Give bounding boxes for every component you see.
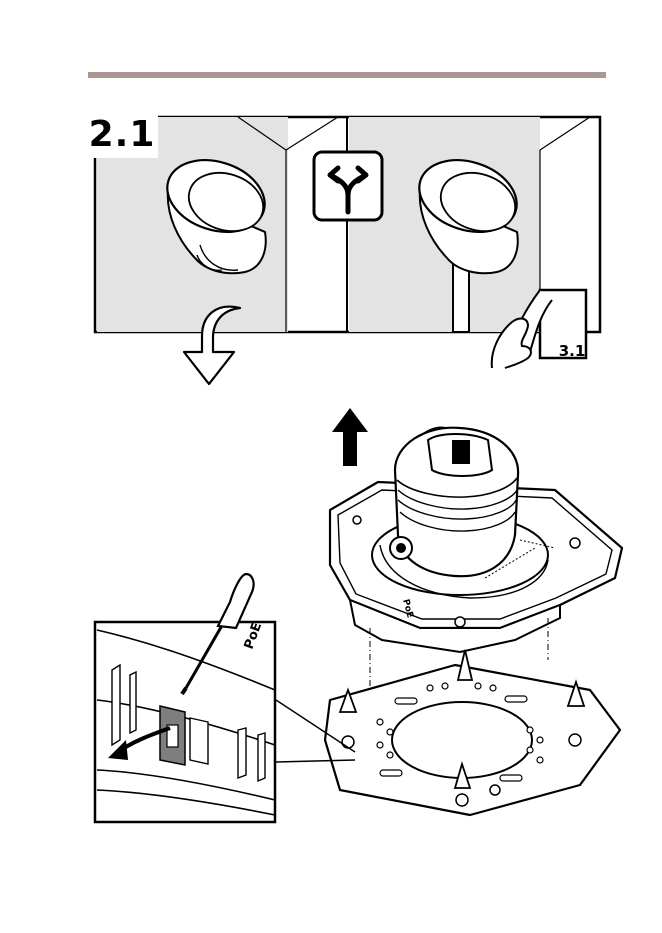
- option-panel: [95, 117, 600, 332]
- mounting-bracket: [325, 650, 620, 815]
- split-arrow-icon: [314, 152, 382, 220]
- step-number: 2.1: [86, 112, 158, 158]
- detail-inset: PoE: [95, 621, 275, 822]
- next-step-reference: 3.1: [552, 340, 592, 362]
- up-arrow-icon: [332, 408, 368, 466]
- camera-unit: PoE: [330, 427, 622, 652]
